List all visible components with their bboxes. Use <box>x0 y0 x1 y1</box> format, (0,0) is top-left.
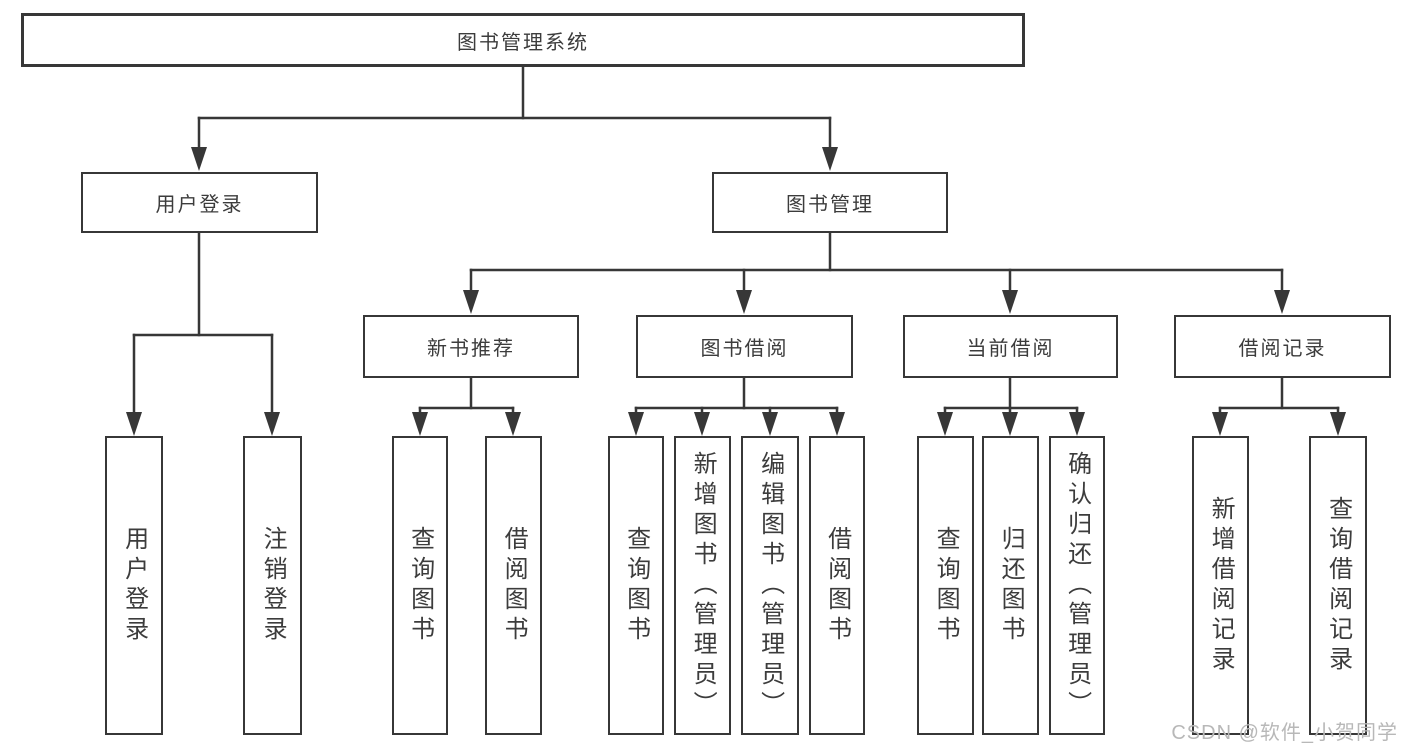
node-new-book-recommend: 新书推荐 <box>363 315 579 378</box>
leaf-node: 归还图书 <box>982 436 1039 735</box>
node-borrowing-records: 借阅记录 <box>1174 315 1391 378</box>
leaf-node: 用户登录 <box>105 436 163 735</box>
leaf-node: 查询图书 <box>608 436 664 735</box>
leaf-node: 借阅图书 <box>485 436 542 735</box>
leaf-node: 查询图书 <box>917 436 974 735</box>
node-current-borrowing: 当前借阅 <box>903 315 1118 378</box>
leaf-node: 查询借阅记录 <box>1309 436 1367 735</box>
leaf-node: 查询图书 <box>392 436 448 735</box>
leaf-node: 编辑图书（管理员） <box>741 436 799 735</box>
node-book-borrowing: 图书借阅 <box>636 315 853 378</box>
leaf-node: 借阅图书 <box>809 436 865 735</box>
leaf-node: 确认归还（管理员） <box>1049 436 1105 735</box>
node-book-management: 图书管理 <box>712 172 948 233</box>
leaf-node: 新增借阅记录 <box>1192 436 1249 735</box>
leaf-node: 新增图书（管理员） <box>674 436 731 735</box>
node-library-management-system: 图书管理系统 <box>21 13 1025 67</box>
node-user-login: 用户登录 <box>81 172 318 233</box>
watermark-text: CSDN @软件_小贺同学 <box>1171 722 1398 744</box>
leaf-node: 注销登录 <box>243 436 302 735</box>
